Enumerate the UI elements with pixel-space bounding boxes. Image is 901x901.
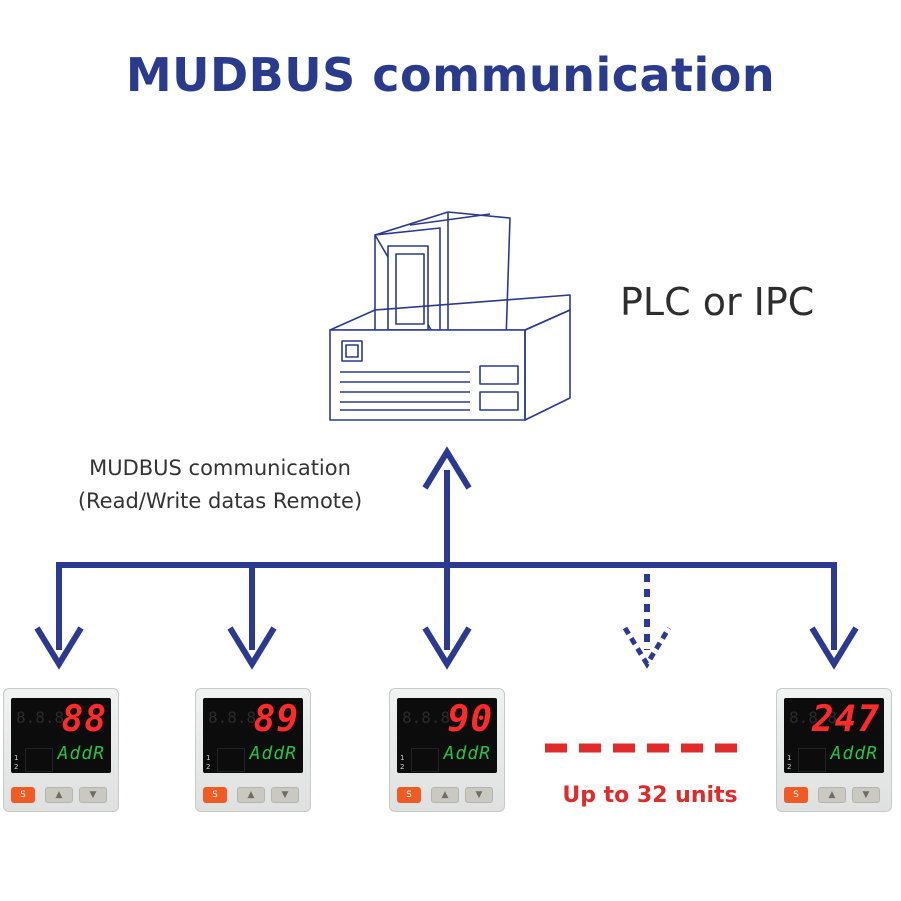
channel-2-label: 2 bbox=[400, 763, 405, 771]
bus-label-line1: MUDBUS communication bbox=[89, 456, 351, 480]
down-button[interactable]: ▼ bbox=[271, 787, 299, 803]
slave-device-2: 8.8.8 89 1 2 AddR S ▲ ▼ bbox=[195, 688, 311, 812]
down-arrow-icon-1 bbox=[34, 626, 84, 670]
units-note: Up to 32 units bbox=[562, 783, 738, 808]
slave-device-4: 8.8.8 247 1 2 AddR S ▲ ▼ bbox=[776, 688, 892, 812]
device-addr-text: AddR bbox=[443, 743, 491, 764]
channel-1-label: 1 bbox=[400, 754, 405, 762]
up-arrow-icon bbox=[422, 446, 472, 490]
up-button[interactable]: ▲ bbox=[237, 787, 265, 803]
host-label: PLC or IPC bbox=[620, 280, 815, 324]
down-arrow-icon-3 bbox=[422, 626, 472, 670]
bus-label: MUDBUS communication (Read/Write datas R… bbox=[20, 452, 420, 518]
device-ghost-digits: 8.8.8 bbox=[208, 708, 257, 727]
dotted-arrow-icon bbox=[622, 574, 672, 669]
device-ghost-digits: 8.8.8 bbox=[402, 708, 451, 727]
device-display: 8.8.8 90 1 2 AddR bbox=[397, 698, 497, 773]
down-arrow-icon-5 bbox=[809, 626, 859, 670]
channel-2-label: 2 bbox=[14, 763, 19, 771]
device-display: 8.8.8 88 1 2 AddR bbox=[11, 698, 111, 773]
set-button[interactable]: S bbox=[11, 787, 35, 803]
device-addr-text: AddR bbox=[57, 743, 105, 764]
indicator-box bbox=[798, 748, 826, 772]
indicator-box bbox=[411, 748, 439, 772]
slave-device-3: 8.8.8 90 1 2 AddR S ▲ ▼ bbox=[389, 688, 505, 812]
indicator-box bbox=[25, 748, 53, 772]
down-button[interactable]: ▼ bbox=[79, 787, 107, 803]
device-display: 8.8.8 247 1 2 AddR bbox=[784, 698, 884, 773]
device-addr-text: AddR bbox=[830, 743, 878, 764]
device-address-value: 247 bbox=[811, 699, 880, 740]
set-button[interactable]: S bbox=[203, 787, 227, 803]
bus-lines bbox=[56, 470, 837, 650]
up-button[interactable]: ▲ bbox=[431, 787, 459, 803]
up-button[interactable]: ▲ bbox=[818, 787, 846, 803]
device-addr-text: AddR bbox=[249, 743, 297, 764]
down-button[interactable]: ▼ bbox=[852, 787, 880, 803]
page-title: MUDBUS communication bbox=[125, 48, 776, 102]
channel-1-label: 1 bbox=[787, 754, 792, 762]
device-ghost-digits: 8.8.8 bbox=[16, 708, 65, 727]
set-button[interactable]: S bbox=[397, 787, 421, 803]
down-button[interactable]: ▼ bbox=[465, 787, 493, 803]
down-arrow-icon-2 bbox=[227, 626, 277, 670]
bus-label-line2: (Read/Write datas Remote) bbox=[77, 489, 363, 513]
device-address-value: 90 bbox=[447, 699, 493, 740]
device-address-value: 89 bbox=[253, 699, 299, 740]
computer-icon bbox=[329, 211, 571, 421]
device-address-value: 88 bbox=[61, 699, 107, 740]
set-button[interactable]: S bbox=[784, 787, 808, 803]
down-arrow-icons bbox=[34, 626, 859, 670]
channel-1-label: 1 bbox=[14, 754, 19, 762]
channel-1-label: 1 bbox=[206, 754, 211, 762]
up-button[interactable]: ▲ bbox=[45, 787, 73, 803]
channel-2-label: 2 bbox=[206, 763, 211, 771]
device-display: 8.8.8 89 1 2 AddR bbox=[203, 698, 303, 773]
channel-2-label: 2 bbox=[787, 763, 792, 771]
indicator-box bbox=[217, 748, 245, 772]
slave-device-1: 8.8.8 88 1 2 AddR S ▲ ▼ bbox=[3, 688, 119, 812]
device-ghost-digits: 8.8.8 bbox=[789, 708, 838, 727]
